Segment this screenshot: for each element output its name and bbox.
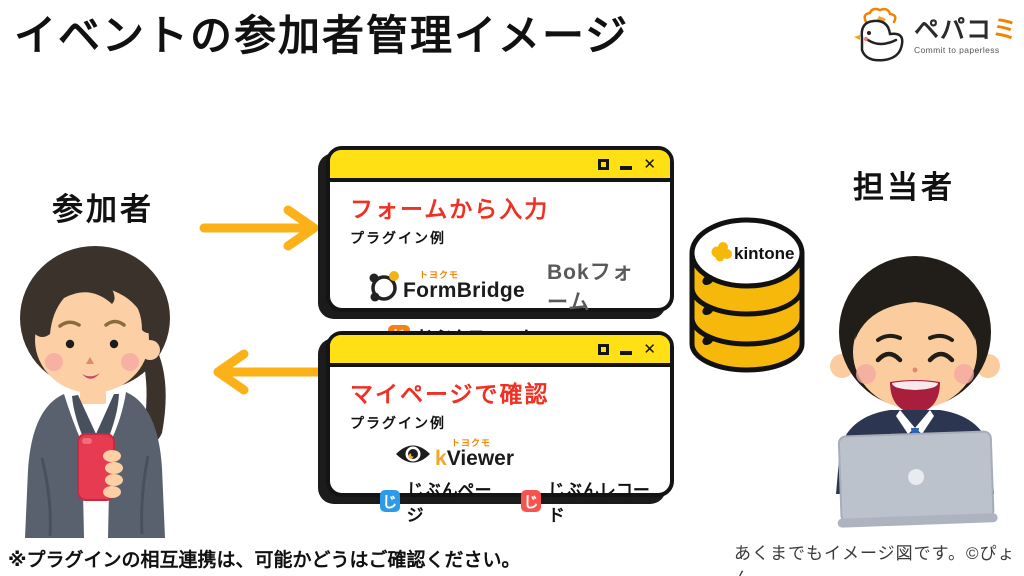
brand-name: ペパコミ [914,15,1019,44]
kviewer-name: kViewer [435,447,515,470]
formbridge-name: FormBridge [403,279,526,302]
maximize-icon[interactable] [598,158,610,170]
mypage-window: ✕ マイページで確認 プラグイン例 トヨクモ kViewer [326,331,674,525]
kintone-database-icon: kintone [689,217,805,373]
plugin-examples-label: プラグイン例 [350,230,446,246]
plugin-row: トヨクモ FormBridge Bokフォーム [368,256,654,316]
jibunrecord-logo: じ じぶんレコード [521,476,654,526]
pepakomi-logo: ペパコミ Commit to paperless [852,4,1020,68]
kviewer-logo: トヨクモ kViewer [394,439,514,469]
kintone-logo: kintone [711,242,794,263]
jibunrecord-name: じぶんレコード [547,481,650,525]
window-titlebar: ✕ [330,150,670,182]
minimize-icon[interactable] [620,166,633,170]
form-input-window: ✕ フォームから入力 プラグイン例 トヨクモ FormBridge [326,146,674,347]
formbridge-wordmark: トヨクモ FormBridge [403,270,526,302]
jibunpage-name: じぶんページ [406,481,492,525]
staff-illustration [830,256,1000,528]
window-body: フォームから入力 プラグイン例 トヨクモ FormBridge Bokフォーム [330,182,670,348]
window-titlebar: ✕ [330,335,670,367]
plugin-row: トヨクモ kViewer [394,439,654,469]
laptop-icon [837,430,998,528]
close-icon[interactable]: ✕ [643,155,656,173]
maximize-icon[interactable] [598,343,610,355]
brand-text: ペパコミ Commit to paperless [914,15,1019,55]
arrow-left-icon [213,349,333,395]
jibunrecord-icon: じ [521,490,541,512]
staff-label: 担当者 [853,170,955,205]
footnote-disclaimer: ※プラグインの相互連携は、可能かどうはご確認ください。 [8,550,521,571]
form-window-heading: フォームから入力 [350,196,550,222]
jibun-row: じ じぶんページ じ じぶんレコード [380,476,654,526]
formbridge-logo: トヨクモ FormBridge [368,269,525,303]
jibunpage-icon: じ [380,490,400,512]
pepakomi-mascot-icon [854,7,904,62]
jibunpage-logo: じ じぶんページ [380,476,497,526]
toyokumo-brand: トヨクモ [451,438,492,448]
participant-label: 参加者 [52,192,154,227]
window-body: マイページで確認 プラグイン例 トヨクモ kViewer [330,367,670,526]
participant-illustration [20,246,170,538]
kintone-label: kintone [734,244,794,263]
footnote-credit: あくまでもイメージ図です。©ぴょん [734,544,1016,576]
mypage-window-heading: マイページで確認 [350,381,550,407]
toyokumo-brand: トヨクモ [419,270,460,280]
bokform-logo: Bokフォーム [547,261,634,314]
plugin-examples-label: プラグイン例 [350,415,446,431]
formbridge-icon [369,271,399,302]
arrow-right-icon [199,205,319,251]
kviewer-wordmark: トヨクモ kViewer [435,438,515,470]
close-icon[interactable]: ✕ [643,340,656,358]
kviewer-eye-icon [396,445,430,463]
minimize-icon[interactable] [620,351,633,355]
brand-tagline: Commit to paperless [914,44,1000,55]
page-title: イベントの参加者管理イメージ [14,12,630,59]
